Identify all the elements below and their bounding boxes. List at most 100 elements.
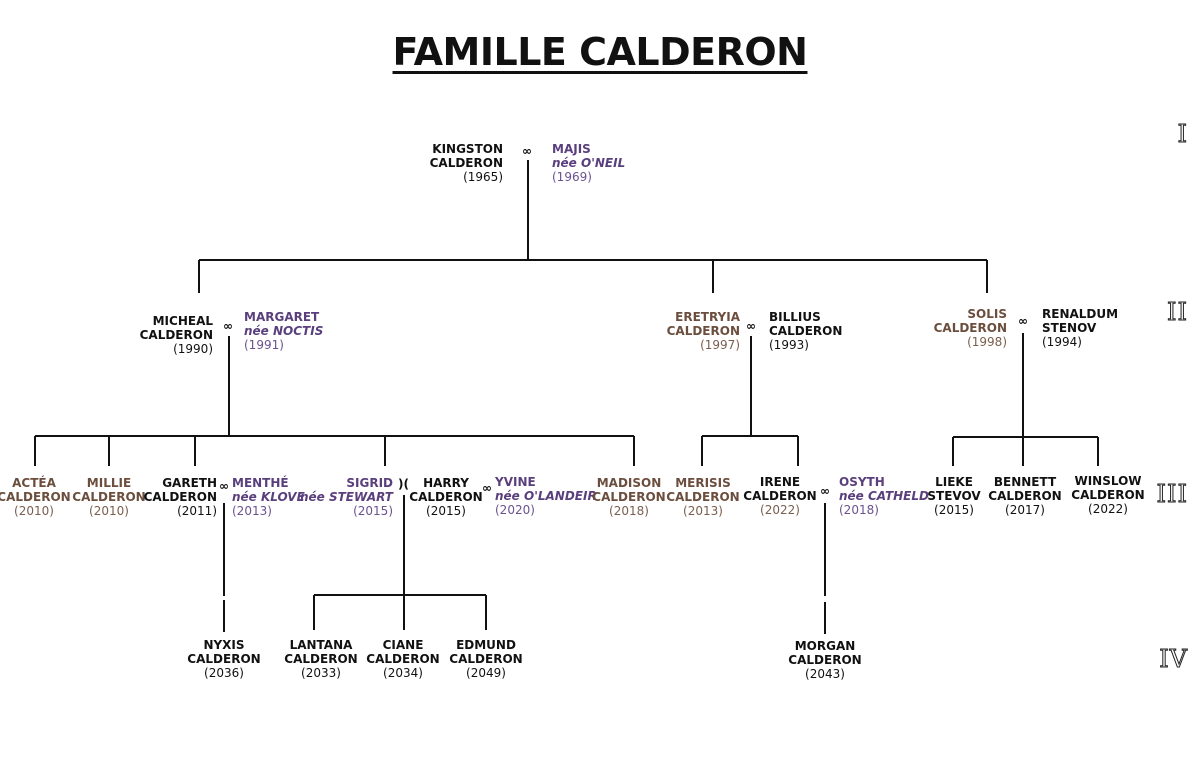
- birth-year: (2010): [14, 504, 54, 518]
- last-name: CALDERON: [0, 490, 71, 504]
- first-name: LANTANA: [289, 638, 353, 652]
- person-millie: MILLIE CALDERON (2010): [72, 476, 145, 518]
- birth-year: (2013): [232, 504, 272, 518]
- first-name: SOLIS: [967, 307, 1007, 321]
- first-name: MERISIS: [675, 476, 731, 490]
- first-name: NYXIS: [203, 638, 245, 652]
- maiden-name: née NOCTIS: [244, 324, 324, 338]
- maiden-name: née KLOVE: [232, 490, 305, 504]
- last-name: CALDERON: [933, 321, 1007, 335]
- person-billius: BILLIUS CALDERON (1993): [769, 310, 842, 352]
- person-renaldum: RENALDUM STENOV (1994): [1042, 307, 1118, 349]
- marriage-symbol: ∞: [746, 319, 756, 333]
- birth-year: (1998): [967, 335, 1007, 349]
- first-name: GARETH: [162, 476, 217, 490]
- birth-year: (2015): [934, 503, 974, 517]
- first-name: MENTHÉ: [232, 476, 289, 490]
- first-name: MICHEAL: [152, 314, 213, 328]
- maiden-name: née O'NEIL: [552, 156, 626, 170]
- divorce-symbol: )(: [398, 477, 409, 491]
- first-name: YVINE: [495, 475, 536, 489]
- generation-marker-3: III: [1156, 480, 1188, 509]
- first-name: EDMUND: [456, 638, 516, 652]
- last-name: CALDERON: [769, 324, 843, 338]
- last-name: STENOV: [1042, 321, 1097, 335]
- first-name: BENNETT: [993, 475, 1057, 489]
- last-name: CALDERON: [72, 490, 146, 504]
- last-name: CALDERON: [449, 652, 523, 666]
- first-name: CIANE: [382, 638, 424, 652]
- first-name: WINSLOW: [1074, 474, 1142, 488]
- maiden-name: née STEWART: [299, 490, 393, 504]
- birth-year: (2049): [466, 666, 506, 680]
- person-micheal: MICHEAL CALDERON (1990): [140, 314, 213, 356]
- first-name: OSYTH: [839, 475, 885, 489]
- birth-year: (1965): [463, 170, 503, 184]
- first-name: MADISON: [596, 476, 662, 490]
- birth-year: (2017): [1005, 503, 1045, 517]
- birth-year: (1990): [173, 342, 213, 356]
- last-name: CALDERON: [666, 490, 740, 504]
- birth-year: (2036): [204, 666, 244, 680]
- last-name: CALDERON: [143, 490, 217, 504]
- page-title: FAMILLE CALDERON: [0, 30, 1200, 74]
- first-name: MORGAN: [794, 639, 856, 653]
- last-name: CALDERON: [988, 489, 1062, 503]
- marriage-symbol: ∞: [223, 319, 233, 333]
- birth-year: (2020): [495, 503, 535, 517]
- birth-year: (1994): [1042, 335, 1082, 349]
- first-name: HARRY: [423, 476, 469, 490]
- last-name: CALDERON: [409, 490, 483, 504]
- first-name: ACTÉA: [12, 476, 56, 490]
- last-name: CALDERON: [788, 653, 862, 667]
- first-name: IRENE: [759, 475, 801, 489]
- person-solis: SOLIS CALDERON (1998): [934, 307, 1007, 349]
- first-name: BILLIUS: [769, 310, 821, 324]
- person-eretryia: ERETRYIA CALDERON (1997): [667, 310, 740, 352]
- birth-year: (2010): [89, 504, 129, 518]
- person-gareth: GARETH CALDERON (2011): [144, 476, 217, 518]
- person-sigrid: SIGRID née STEWART (2015): [300, 476, 393, 518]
- birth-year: (2033): [301, 666, 341, 680]
- birth-year: (2015): [353, 504, 393, 518]
- person-winslow: WINSLOW CALDERON (2022): [1071, 474, 1144, 516]
- birth-year: (2013): [683, 504, 723, 518]
- person-bennett: BENNETT CALDERON (2017): [988, 475, 1061, 517]
- page-title-text: FAMILLE CALDERON: [392, 30, 808, 74]
- birth-year: (2022): [1088, 502, 1128, 516]
- birth-year: (2018): [609, 504, 649, 518]
- first-name: SIGRID: [346, 476, 393, 490]
- marriage-symbol: ∞: [219, 479, 229, 493]
- last-name: STEVOV: [927, 489, 981, 503]
- last-name: CALDERON: [1071, 488, 1145, 502]
- last-name: CALDERON: [366, 652, 440, 666]
- person-yvine: YVINE née O'LANDEIR (2020): [495, 475, 597, 517]
- person-ciane: CIANE CALDERON (2034): [366, 638, 439, 680]
- marriage-symbol: ∞: [482, 481, 492, 495]
- birth-year: (2011): [177, 504, 217, 518]
- first-name: ERETRYIA: [675, 310, 740, 324]
- generation-marker-1: I: [1177, 120, 1188, 149]
- person-lieke: LIEKE STEVOV (2015): [927, 475, 980, 517]
- last-name: CALDERON: [666, 324, 740, 338]
- generation-marker-4: IV: [1159, 645, 1188, 674]
- birth-year: (1991): [244, 338, 284, 352]
- last-name: CALDERON: [429, 156, 503, 170]
- birth-year: (1993): [769, 338, 809, 352]
- last-name: CALDERON: [592, 490, 666, 504]
- person-lantana: LANTANA CALDERON (2033): [284, 638, 357, 680]
- person-harry: HARRY CALDERON (2015): [409, 476, 482, 518]
- person-margaret: MARGARET née NOCTIS (1991): [244, 310, 323, 352]
- birth-year: (2043): [805, 667, 845, 681]
- first-name: MAJIS: [552, 142, 591, 156]
- generation-marker-2: II: [1167, 298, 1188, 327]
- person-irene: IRENE CALDERON (2022): [743, 475, 816, 517]
- first-name: RENALDUM: [1042, 307, 1119, 321]
- marriage-symbol: ∞: [1018, 314, 1028, 328]
- first-name: MARGARET: [244, 310, 320, 324]
- marriage-symbol: ∞: [522, 144, 532, 158]
- person-edmund: EDMUND CALDERON (2049): [449, 638, 522, 680]
- birth-year: (2034): [383, 666, 423, 680]
- first-name: MILLIE: [86, 476, 132, 490]
